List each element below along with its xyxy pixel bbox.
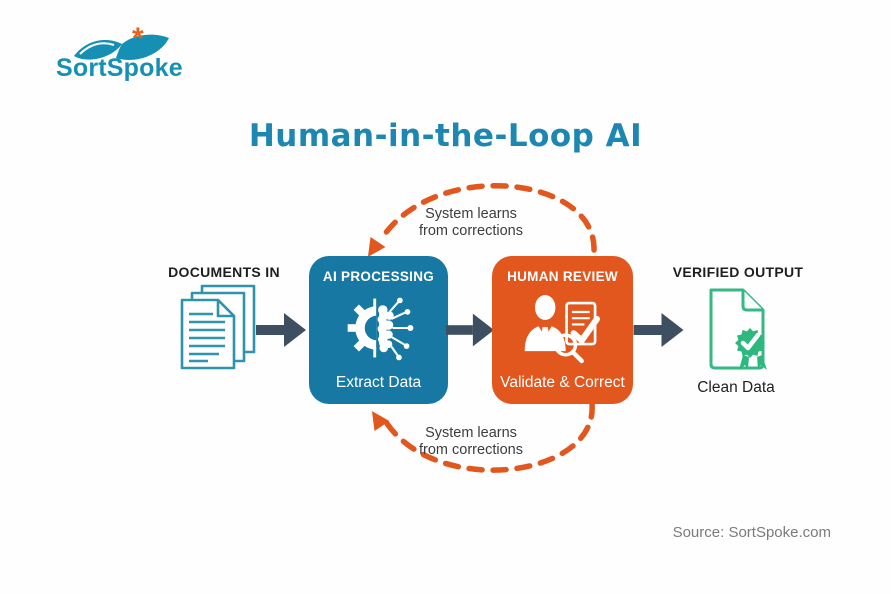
loop-label-top-line1: System learns: [425, 206, 517, 222]
person-review-magnifier-icon: [524, 295, 600, 364]
ribbon-right: [757, 355, 767, 370]
right-arrow-icon: [633, 313, 684, 347]
source-attribution: Source: SortSpoke.com: [672, 524, 831, 541]
documents-in-label: DOCUMENTS IN: [168, 264, 280, 280]
right-arrow-icon: [446, 313, 494, 347]
loop-label-bottom: System learns from corrections: [361, 425, 581, 459]
loop-label-bottom-line2: from corrections: [419, 442, 523, 458]
human-review-title: HUMAN REVIEW: [507, 269, 618, 284]
human-review-box: HUMAN REVIEW Validate & Correct: [492, 256, 633, 404]
loop-label-top-line2: from corrections: [419, 223, 523, 239]
clean-data-caption: Clean Data: [697, 379, 775, 396]
brand-name: SortSpoke: [56, 54, 183, 82]
asterisk-accent: *: [132, 22, 144, 55]
loop-label-top: System learns from corrections: [361, 206, 581, 240]
sortspoke-swoosh-icon: [74, 34, 169, 60]
gear-brain-icon: [347, 297, 413, 361]
documents-stack-icon: [180, 284, 256, 370]
sortspoke-logo: * SortSpoke: [48, 16, 218, 88]
ai-processing-title: AI PROCESSING: [322, 269, 435, 284]
loop-label-bottom-line1: System learns: [425, 425, 517, 441]
certified-document-icon: [709, 288, 767, 370]
verified-output-label: VERIFIED OUTPUT: [672, 264, 804, 280]
page-title: Human-in-the-Loop AI: [248, 118, 643, 154]
right-arrow-icon: [256, 313, 306, 347]
ai-processing-subtitle: Extract Data: [335, 374, 422, 391]
ai-processing-box: AI PROCESSING: [309, 256, 448, 404]
human-review-subtitle: Validate & Correct: [500, 374, 625, 391]
ribbon-left: [739, 355, 749, 370]
